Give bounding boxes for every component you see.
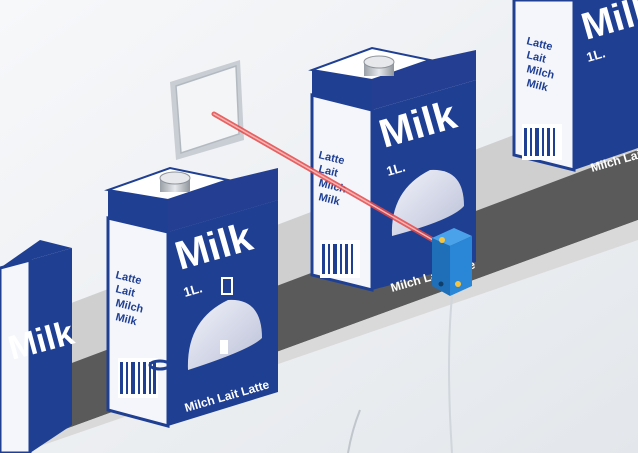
- barcode-icon: [522, 124, 562, 160]
- milk-carton-center: Milk 1L. Latte Lait Milch Milk Milch Lai…: [108, 168, 278, 426]
- barcode-icon: [320, 240, 360, 278]
- photoelectric-sensor-icon: [432, 228, 472, 296]
- milk-carton-left: Milk: [0, 240, 78, 453]
- milk-carton-right: Milk 1L. Latte Lait Milch Milk Milch Lai…: [514, 0, 638, 175]
